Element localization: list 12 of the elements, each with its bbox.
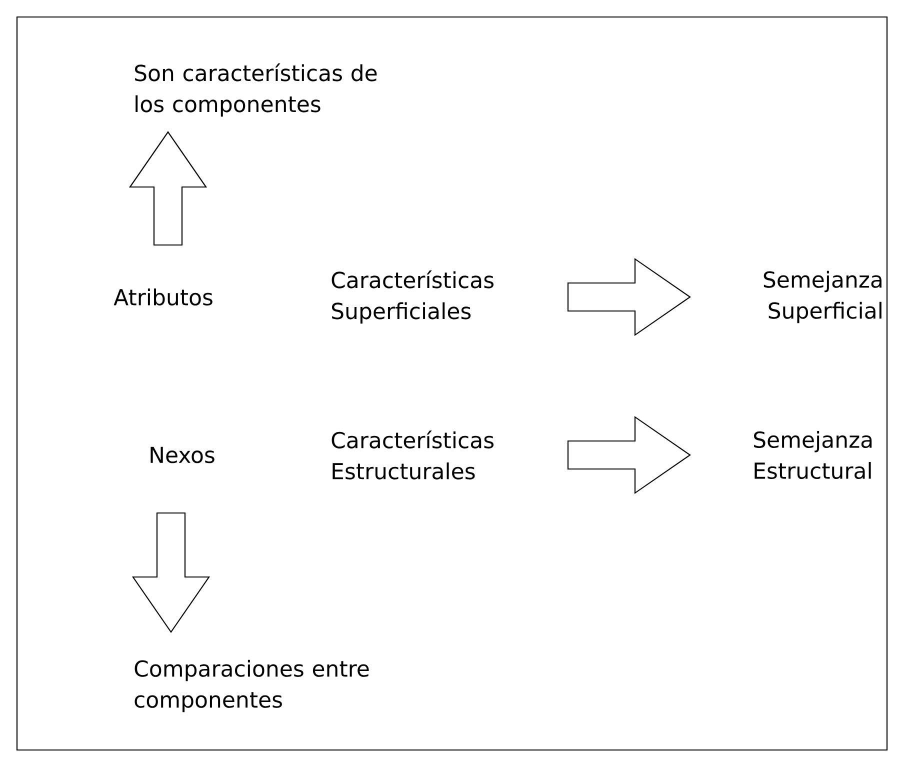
block-arrow xyxy=(567,416,691,494)
block-arrow xyxy=(128,131,208,246)
block-arrow xyxy=(132,512,210,633)
text-label: Son características de los componentes xyxy=(135,63,377,117)
text-label: Características Estructurales xyxy=(332,430,494,480)
text-label: Atributos xyxy=(114,288,212,306)
text-label: Semejanza Superficial xyxy=(764,270,882,324)
text-label: Nexos xyxy=(150,446,214,464)
block-arrow xyxy=(567,258,691,336)
text-label: Semejanza Estructural xyxy=(754,431,872,480)
text-label: Características Superficiales xyxy=(332,270,494,324)
text-label: Comparaciones entre componentes xyxy=(134,660,369,712)
